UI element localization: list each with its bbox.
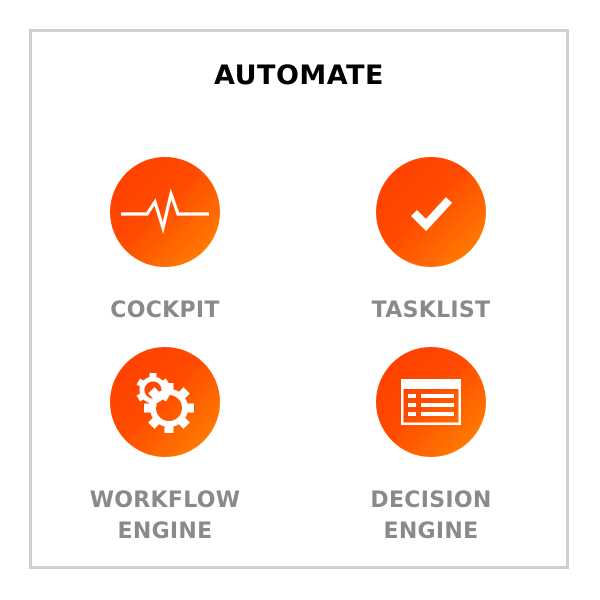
decision-engine-icon-circle[interactable] <box>376 347 486 457</box>
checkmark-icon <box>410 197 453 232</box>
automate-panel: AUTOMATE COCKPIT TASKLIST <box>29 29 569 569</box>
tile-label-tasklist[interactable]: TASKLIST <box>371 298 491 323</box>
table-icon <box>401 379 461 425</box>
tile-label-workflow-engine[interactable]: WORKFLOW ENGINE <box>89 488 241 544</box>
tile-decision-engine[interactable]: DECISION ENGINE <box>331 347 531 547</box>
cockpit-icon-circle[interactable] <box>110 157 220 267</box>
tile-cockpit[interactable]: COCKPIT <box>65 157 265 326</box>
tasklist-icon-circle[interactable] <box>376 157 486 267</box>
pulse-icon <box>121 188 209 235</box>
gears-icon <box>136 373 194 433</box>
tile-label-cockpit[interactable]: COCKPIT <box>110 298 220 323</box>
tile-label-decision-engine[interactable]: DECISION ENGINE <box>370 488 492 544</box>
tile-workflow-engine[interactable]: WORKFLOW ENGINE <box>65 347 265 547</box>
tile-tasklist[interactable]: TASKLIST <box>331 157 531 326</box>
panel-title: AUTOMATE <box>214 60 384 91</box>
workflow-engine-icon-circle[interactable] <box>110 347 220 457</box>
